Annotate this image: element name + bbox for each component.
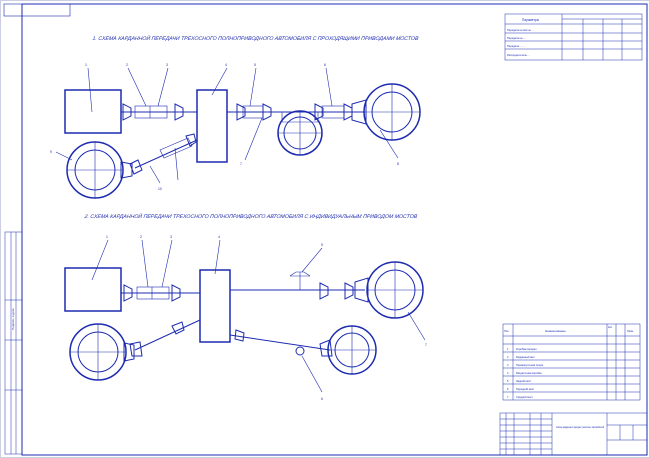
legend-row-pos: 6 xyxy=(507,387,509,391)
top-table-row: Распределитель ... xyxy=(507,53,530,57)
diagram2-title: 2. СХЕМА КАРДАННОЙ ПЕРЕДАЧИ ТРЕХОСНОГО П… xyxy=(83,212,418,220)
leader-label: 4 xyxy=(225,63,227,67)
title-block: Схемы карданных передач трехосных автомо… xyxy=(499,412,648,456)
legend-row-pos: 5 xyxy=(507,379,509,383)
top-parameters-table: Параметры Передача на мосты ... Передача… xyxy=(504,13,643,61)
diagram1-scheme xyxy=(55,67,421,199)
leader-label: 2 xyxy=(126,63,128,67)
leader-label: 7 xyxy=(240,162,242,166)
leader-label: 10 xyxy=(158,187,162,191)
legend-row-name: Передний мост xyxy=(516,387,535,391)
diagram1-title: 1. СХЕМА КАРДАННОЙ ПЕРЕДАЧИ ТРЕХОСНОГО П… xyxy=(92,34,419,42)
diagram2-leader-labels: 1 2 3 4 5 6 7 xyxy=(106,235,427,401)
legend-row-name: Средний мост xyxy=(516,395,534,399)
transfer-case-2 xyxy=(199,269,231,343)
legend-row-name: Карданный вал xyxy=(516,355,535,359)
leader-label: 1 xyxy=(106,235,108,239)
transfer-case-1 xyxy=(196,89,228,163)
title-block-title: Схемы карданных передач трехосных автомо… xyxy=(556,425,604,429)
legend-row-name: Промежуточная опора xyxy=(516,363,544,367)
sheet-frame xyxy=(3,3,648,456)
legend-row-name: Коробка передач xyxy=(516,347,537,351)
legend-header-note: Прим. xyxy=(627,330,634,333)
legend-header-qty: Кол. xyxy=(608,326,613,329)
leader-label: 6 xyxy=(324,63,326,67)
top-table-row: Передача на мосты ... xyxy=(507,28,534,32)
diagram2-scheme xyxy=(64,239,426,393)
side-stamp: Подпись и дата xyxy=(4,231,23,455)
leader-label: 4 xyxy=(218,235,220,239)
legend-header-pos: Поз. xyxy=(504,329,509,333)
leader-label: 2 xyxy=(140,235,142,239)
legend-table: Поз. Наименование Кол. Прим. 1 Коробка п… xyxy=(502,323,641,401)
leader-label: 5 xyxy=(321,243,323,247)
leader-label: 9 xyxy=(50,150,52,154)
legend-row-name: Задний мост xyxy=(516,379,532,383)
side-stamp-text: Подпись и дата xyxy=(11,308,15,330)
gearbox-2 xyxy=(64,267,122,312)
legend-row-pos: 3 xyxy=(507,363,509,367)
leader-label: 5 xyxy=(254,63,256,67)
leader-label: 3 xyxy=(166,63,168,67)
legend-header-name: Наименование xyxy=(545,329,566,333)
legend-row-pos: 1 xyxy=(507,347,509,351)
legend-row-name: Раздаточная коробка xyxy=(516,371,542,375)
top-table-row: Передача ... ... xyxy=(507,44,525,48)
leader-label: 3 xyxy=(170,235,172,239)
leader-label: 8 xyxy=(397,162,399,166)
diagram1-leader-labels: 1 2 3 4 5 6 7 8 9 10 xyxy=(50,63,399,191)
legend-rows: 1 Коробка передач 2 Карданный вал 3 Пром… xyxy=(507,347,544,399)
leader-label: 6 xyxy=(321,397,323,401)
legend-row-pos: 4 xyxy=(507,371,509,375)
legend-row-pos: 7 xyxy=(507,395,509,399)
leader-label: 7 xyxy=(425,343,427,347)
legend-row-pos: 2 xyxy=(507,355,509,359)
leader-label: 1 xyxy=(85,63,87,67)
top-table-header: Параметры xyxy=(522,18,540,22)
top-table-row: Передача на ... xyxy=(507,36,526,40)
